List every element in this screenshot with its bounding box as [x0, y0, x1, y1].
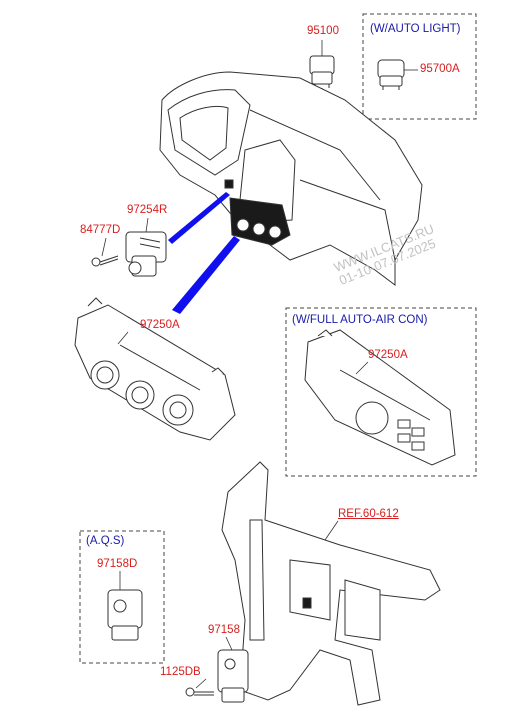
reference-60-612[interactable]: REF.60-612: [338, 508, 399, 520]
aqs-box: [79, 530, 165, 664]
auto-light-box-label: (W/AUTO LIGHT): [370, 23, 461, 35]
dashboard-icon: [159, 71, 423, 286]
leader-97250a-alt: [355, 361, 369, 375]
part-number-84777d[interactable]: 84777D: [80, 224, 121, 236]
part-number-97254r[interactable]: 97254R: [127, 204, 168, 216]
screw-84777d-icon: [91, 255, 119, 267]
radiator-support-icon: [221, 461, 441, 706]
control-panel-97250a-icon: [74, 297, 236, 441]
sensor-95100-icon: [309, 55, 335, 88]
actuator-97158-icon: [217, 649, 249, 703]
part-number-97158[interactable]: 97158: [208, 624, 240, 636]
full-auto-aircon-box-label: (W/FULL AUTO-AIR CON): [292, 314, 428, 326]
part-number-95100[interactable]: 95100: [307, 25, 339, 37]
part-number-97250a-alt[interactable]: 97250A: [368, 349, 408, 361]
switch-97254r-icon: [125, 231, 167, 277]
leader-84777d: [101, 237, 107, 257]
sensor-95700a-icon: [377, 59, 405, 90]
control-panel-auto-aircon-icon: [304, 329, 456, 466]
leader-wedge-97254r: [168, 192, 230, 244]
auto-light-box: [362, 13, 477, 120]
leader-97254r: [145, 217, 149, 233]
leader-97250a-main: [117, 331, 129, 345]
leader-wedge-97250a: [172, 236, 240, 314]
leader-1125db: [195, 678, 207, 689]
part-number-1125db[interactable]: 1125DB: [160, 666, 201, 678]
aqs-box-label: (A.Q.S): [86, 535, 125, 547]
bolt-1125db-icon: [185, 687, 214, 697]
leader-ref-60-612: [324, 520, 339, 541]
actuator-97158d-icon: [107, 589, 143, 641]
part-number-97250a-main[interactable]: 97250A: [140, 319, 180, 331]
part-number-95700a[interactable]: 95700A: [420, 63, 460, 75]
part-number-97158d[interactable]: 97158D: [97, 558, 138, 570]
leader-97158: [225, 636, 233, 651]
full-auto-aircon-box: [285, 307, 477, 477]
